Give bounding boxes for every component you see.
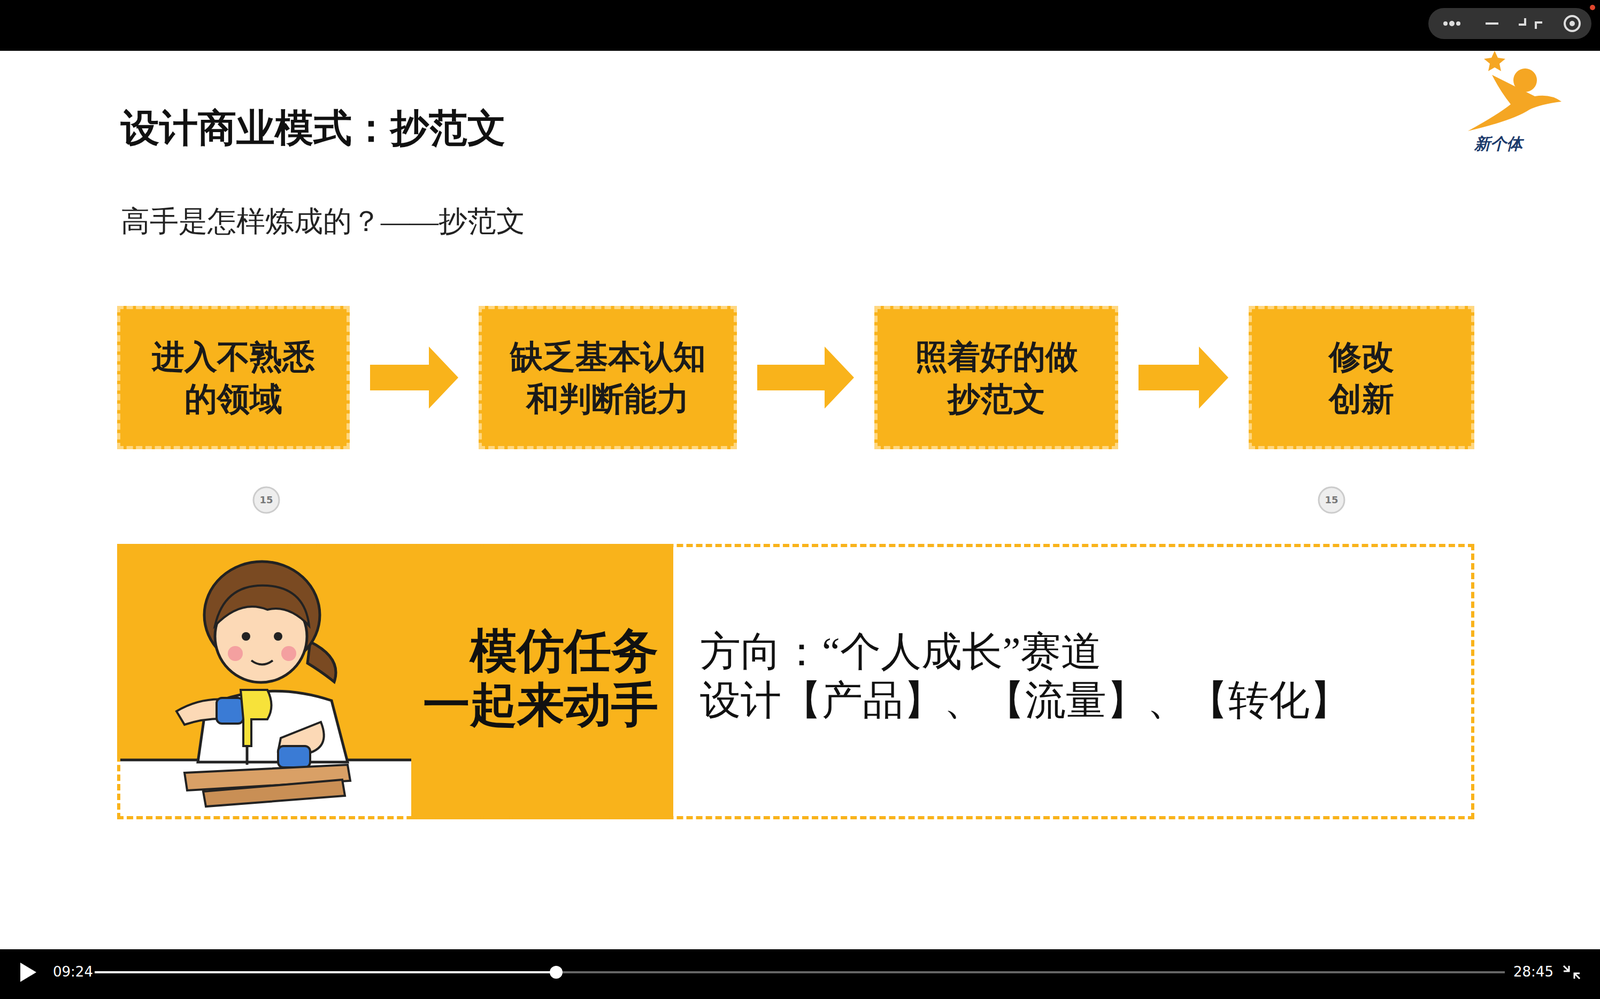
top-bar: [0, 0, 1600, 51]
bottom-bar: [0, 949, 1600, 999]
total-time: 28:45: [1513, 964, 1554, 980]
replay-icon: [253, 487, 1345, 513]
elapsed-time: 09:24: [52, 964, 94, 980]
step-text: 进入不熟悉 的领域: [151, 335, 315, 421]
task-detail: 方向：“个人成长”赛道: [700, 627, 1472, 676]
step-text: 缺乏基本认知 和判断能力: [510, 335, 706, 421]
replay-number: 15: [259, 494, 273, 506]
step-box: 缺乏基本认知 和判断能力: [478, 305, 737, 450]
task-detail: 设计【产品】、【流量】、【转化】: [700, 675, 1472, 725]
logo-mark: [1467, 50, 1562, 132]
logo-text: 新个体: [1474, 134, 1523, 153]
flow-arrow: [757, 346, 855, 409]
flow-arrow: [370, 346, 459, 409]
player-controls: [20, 962, 1580, 982]
step-text: 修改 创新: [1328, 335, 1395, 421]
flow-arrow: [1138, 346, 1229, 409]
replay-number: 15: [1324, 494, 1338, 506]
subtitle: 高手是怎样炼成的？——抄范文: [120, 205, 526, 238]
worker-illustration: [117, 543, 674, 820]
step-box: 照着好的做 抄范文: [874, 305, 1119, 450]
step-box: 进入不熟悉 的领域: [117, 305, 350, 450]
task-heading: 模仿任务 一起来动手: [422, 624, 659, 733]
step-text: 照着好的做 抄范文: [914, 335, 1079, 421]
task-banner: 模仿任务 一起来动手: [117, 543, 674, 820]
slide-title: 设计商业模式：抄范文: [120, 102, 506, 155]
window-controls: [1428, 4, 1596, 40]
step-box: 修改 创新: [1248, 305, 1475, 450]
task-panel: 方向：“个人成长”赛道设计【产品】、【流量】、【转化】模仿任务 一起来动手: [117, 543, 1475, 820]
